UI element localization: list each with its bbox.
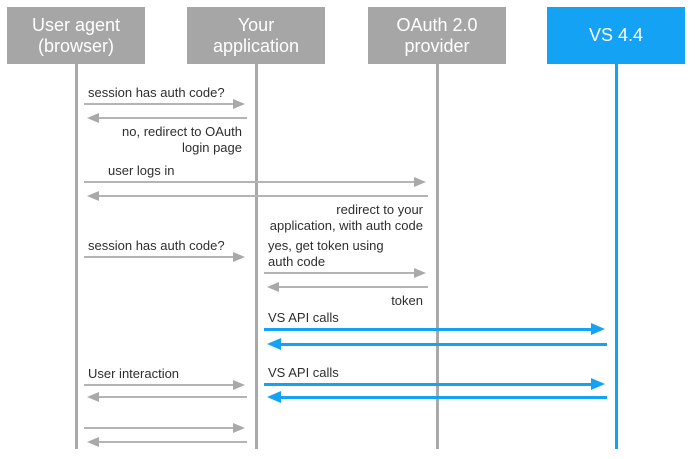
- message-label-5: session has auth code?: [88, 238, 225, 253]
- arrowhead-icon: [267, 282, 279, 292]
- lifeline-your-application: [255, 64, 258, 449]
- actor-label-your-application: Your application: [212, 14, 300, 56]
- message-line: [84, 181, 417, 183]
- arrowhead-icon: [87, 437, 99, 447]
- message-line: [84, 103, 236, 105]
- actor-box-oauth-provider: OAuth 2.0 provider: [368, 7, 506, 64]
- arrowhead-icon: [267, 391, 281, 403]
- message-label-2: no, redirect to OAuth login page: [122, 124, 242, 155]
- message-line: [96, 195, 428, 197]
- message-line: [96, 441, 247, 443]
- message-line: [84, 427, 236, 429]
- lifeline-oauth-provider: [436, 64, 439, 449]
- lifeline-vs-4-4: [615, 64, 618, 449]
- message-line: [84, 384, 236, 386]
- arrowhead-icon: [414, 268, 426, 278]
- message-line: [264, 383, 596, 386]
- actor-label-vs-4-4: VS 4.4: [588, 25, 644, 45]
- message-line: [264, 328, 596, 331]
- message-label-11: VS API calls: [268, 365, 339, 380]
- arrowhead-icon: [591, 378, 605, 390]
- message-label-8: VS API calls: [268, 310, 339, 325]
- message-label-10: User interaction: [88, 366, 180, 381]
- message-line: [96, 117, 247, 119]
- message-label-1: session has auth code?: [88, 85, 225, 100]
- arrowhead-icon: [233, 423, 245, 433]
- arrowhead-icon: [233, 380, 245, 390]
- message-line: [96, 396, 247, 398]
- message-line: [276, 343, 607, 346]
- arrowhead-icon: [87, 191, 99, 201]
- lifeline-user-agent: [75, 64, 78, 449]
- arrowhead-icon: [87, 113, 99, 123]
- actor-label-oauth-provider: OAuth 2.0 provider: [396, 14, 478, 56]
- arrowhead-icon: [233, 99, 245, 109]
- arrowhead-icon: [87, 392, 99, 402]
- actor-label-user-agent: User agent (browser): [31, 14, 121, 56]
- message-line: [84, 256, 236, 258]
- actor-box-your-application: Your application: [187, 7, 325, 64]
- message-label-3: user logs in: [108, 163, 175, 178]
- actor-box-vs-4-4: VS 4.4: [547, 7, 685, 64]
- arrowhead-icon: [233, 252, 245, 262]
- arrowhead-icon: [591, 323, 605, 335]
- arrowhead-icon: [267, 338, 281, 350]
- message-label-7: token: [391, 293, 423, 308]
- message-line: [264, 272, 417, 274]
- message-label-6: yes, get token using auth code: [268, 238, 384, 269]
- actor-box-user-agent: User agent (browser): [7, 7, 145, 64]
- message-line: [276, 286, 428, 288]
- message-line: [276, 396, 607, 399]
- arrowhead-icon: [414, 177, 426, 187]
- message-label-4: redirect to your application, with auth …: [269, 202, 423, 233]
